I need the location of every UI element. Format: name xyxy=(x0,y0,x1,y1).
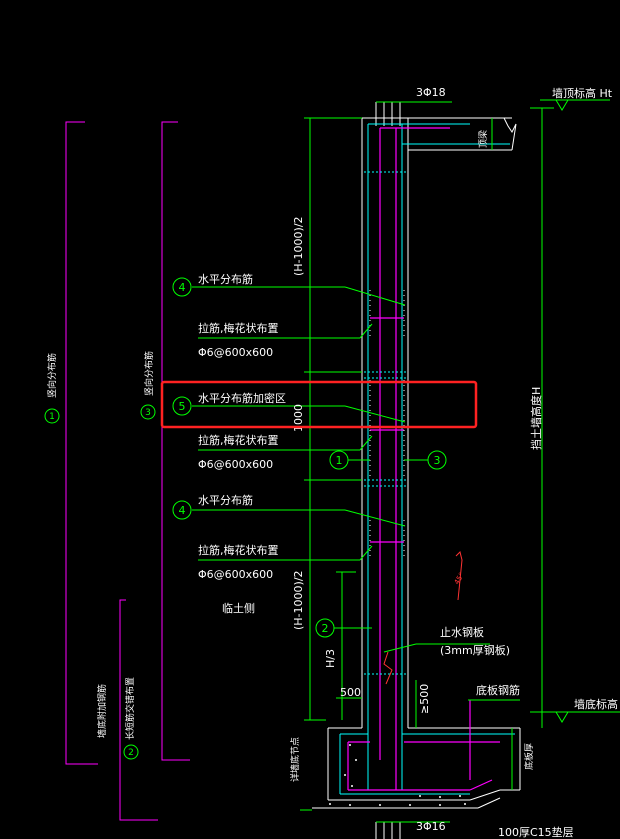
long-short-rebar-label: 长短筋交错布置 xyxy=(124,677,136,740)
dim-upper-half-label: (H-1000)/2 xyxy=(292,216,305,276)
wall-inner-rebar xyxy=(339,123,515,795)
dim-1000-label: 1000 xyxy=(292,404,305,432)
waterstop-label: 止水钢板 xyxy=(440,625,484,639)
horiz-dense-zone-label: 水平分布筋加密区 xyxy=(198,391,286,405)
cushion-label: 100厚C15垫层 xyxy=(498,825,574,839)
top-beam-label: 顶梁 xyxy=(477,130,489,148)
horiz-rebar-label-bottom: 水平分布筋 xyxy=(198,493,253,507)
break-symbol xyxy=(503,117,517,151)
wall-bottom-add-bracket xyxy=(119,599,158,821)
wall-top-elevation-label: 墙顶标高 Ht xyxy=(552,86,613,100)
tie-bars-label-mid: 拉筋,梅花状布置 xyxy=(198,433,279,447)
callout-2-number: 2 xyxy=(322,622,329,635)
vertical-rebar-label-1: 竖向分布筋 xyxy=(46,353,58,398)
soil-side-label: 临土侧 xyxy=(222,601,255,615)
detail-mark-red xyxy=(455,551,463,601)
dim-lower-half-label: (H-1000)/2 xyxy=(292,570,305,630)
bottom-elevation-marker xyxy=(555,711,569,723)
dim-500b-label: ≥500 xyxy=(418,684,431,714)
top-bars-label: 3Φ18 xyxy=(416,86,446,99)
dim-500-label: 500 xyxy=(340,686,361,699)
tie-spacing-label-top: Φ6@600x600 xyxy=(198,346,273,359)
callout-5-number: 5 xyxy=(179,400,186,413)
callout-4-top-number: 4 xyxy=(179,281,186,294)
callout-4-bottom-number: 4 xyxy=(179,504,186,517)
callout-3-number: 3 xyxy=(434,454,441,467)
tie-bars-label-bottom: 拉筋,梅花状布置 xyxy=(198,543,279,557)
waterstop-plate xyxy=(383,651,393,685)
top-rebar-columns xyxy=(375,102,401,839)
callout-2-left-number: 2 xyxy=(128,748,134,758)
callout-3-left-number: 3 xyxy=(145,408,151,418)
base-rebar-label: 底板钢筋 xyxy=(476,683,520,697)
detail-angle-text: 45° xyxy=(453,571,466,586)
horiz-rebar-label-top: 水平分布筋 xyxy=(198,272,253,286)
base-plate-label: 底板厚 xyxy=(523,743,535,770)
dim-h3-label: H/3 xyxy=(324,649,337,668)
bottom-bars-label: 3Φ16 xyxy=(416,820,446,833)
dense-zone-dots xyxy=(369,290,405,560)
callout-circle-2-left xyxy=(123,744,139,760)
base-concrete-hatch xyxy=(329,744,466,806)
highlight-box xyxy=(160,380,478,429)
base-node-label: 详墙底节点 xyxy=(289,737,301,782)
wall-outline xyxy=(312,117,521,809)
callout-circles xyxy=(172,277,447,638)
tie-spacing-label-bottom: Φ6@600x600 xyxy=(198,568,273,581)
top-elevation-marker xyxy=(555,99,569,111)
wall-bottom-elevation-label: 墙底标高 H xyxy=(574,697,620,711)
vertical-dist-rebar-bracket-1 xyxy=(65,121,98,765)
wall-height-label: 挡土墙高度H xyxy=(529,387,543,450)
callout-1-left-number: 1 xyxy=(49,412,55,422)
horizontal-distribution-dashes xyxy=(364,171,406,675)
tie-bars-label-top: 拉筋,梅花状布置 xyxy=(198,321,279,335)
vertical-dist-rebar-bracket-3 xyxy=(161,121,190,761)
vertical-rebar-label-3: 竖向分布筋 xyxy=(143,351,155,396)
tie-spacing-label-mid: Φ6@600x600 xyxy=(198,458,273,471)
wall-magenta-rebar xyxy=(347,127,500,791)
dimension-lines xyxy=(300,99,620,823)
callout-1-number: 1 xyxy=(336,454,343,467)
waterstop-spec-label: (3mm厚钢板) xyxy=(440,643,510,657)
leader-lines xyxy=(192,286,520,701)
callout-circle-3-left xyxy=(140,404,156,420)
wall-bottom-add-label: 墙底附加钢筋 xyxy=(96,684,108,738)
callout-circle-1-left xyxy=(44,408,60,424)
